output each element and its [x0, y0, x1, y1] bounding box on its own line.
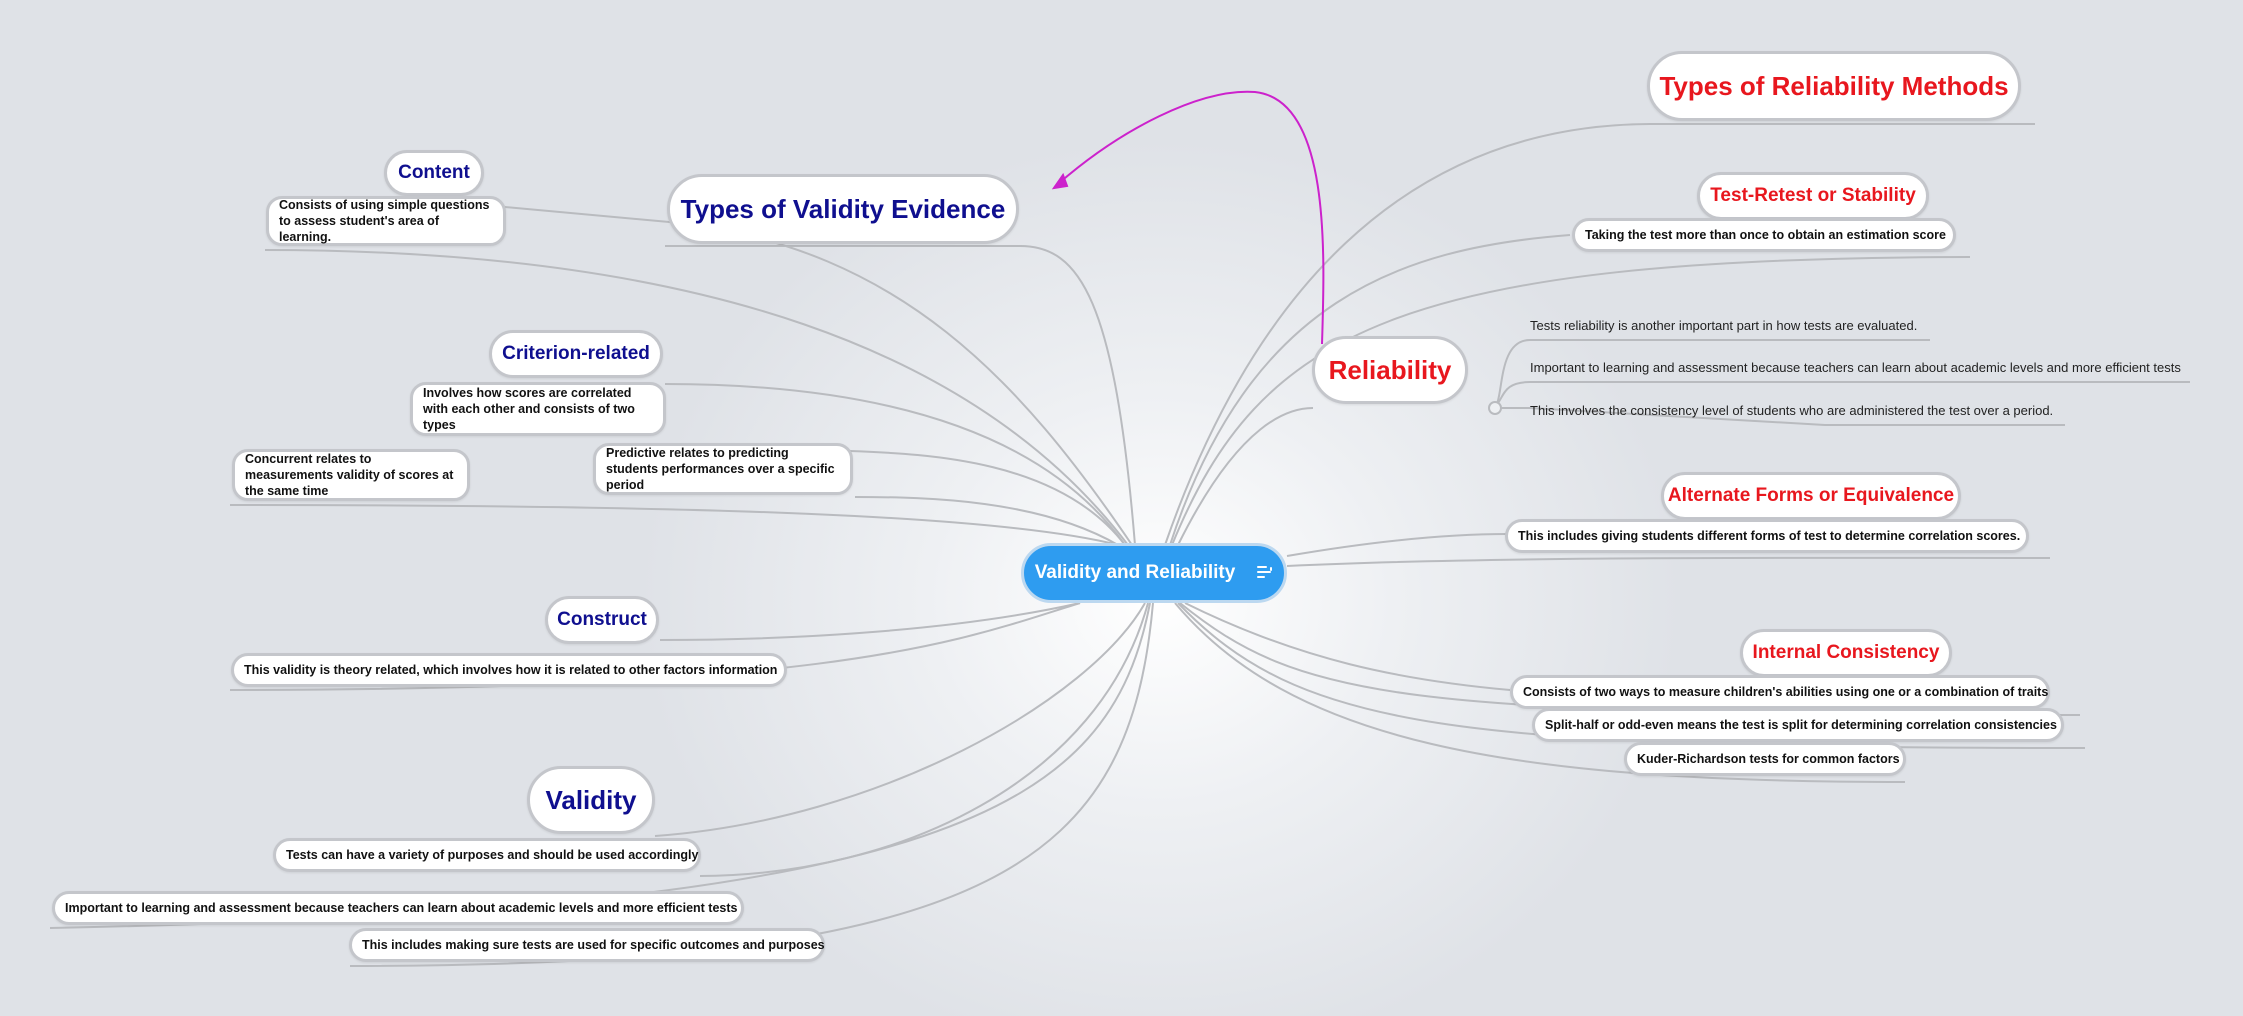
topic-content[interactable]: Content [384, 150, 484, 196]
leaf-validity-1[interactable]: Tests can have a variety of purposes and… [273, 838, 701, 872]
leaf-text: Tests can have a variety of purposes and… [286, 848, 699, 862]
topic-alternate-forms[interactable]: Alternate Forms or Equivalence [1661, 472, 1961, 520]
reliability-note-2[interactable]: Important to learning and assessment bec… [1530, 360, 2181, 375]
central-topic-label: Validity and Reliability [1034, 562, 1236, 583]
leaf-text: This includes making sure tests are used… [362, 938, 825, 952]
leaf-concurrent[interactable]: Concurrent relates to measurements valid… [232, 449, 470, 501]
leaf-test-retest-desc[interactable]: Taking the test more than once to obtain… [1572, 218, 1956, 252]
leaf-text: Consists of two ways to measure children… [1523, 685, 2049, 699]
leaf-text: Kuder-Richardson tests for common factor… [1637, 752, 1900, 766]
leaf-text: Predictive relates to predicting student… [606, 446, 835, 492]
topic-label: Criterion-related [502, 343, 650, 364]
leaf-text: This validity is theory related, which i… [244, 663, 778, 677]
topic-label: Content [398, 162, 470, 183]
leaf-text: Taking the test more than once to obtain… [1585, 228, 1946, 242]
leaf-text: This includes giving students different … [1518, 529, 2021, 543]
leaf-text: Concurrent relates to measurements valid… [245, 452, 454, 498]
topic-construct[interactable]: Construct [545, 596, 659, 644]
topic-reliability[interactable]: Reliability [1312, 336, 1468, 404]
central-topic[interactable]: Validity and Reliability [1021, 543, 1287, 603]
leaf-construct-desc[interactable]: This validity is theory related, which i… [231, 653, 787, 687]
topic-label: Internal Consistency [1752, 642, 1940, 663]
leaf-text: Consists of using simple questions to as… [279, 198, 490, 244]
leaf-validity-3[interactable]: This includes making sure tests are used… [349, 928, 825, 962]
topic-label: Alternate Forms or Equivalence [1667, 485, 1955, 506]
leaf-text: Involves how scores are correlated with … [423, 386, 635, 432]
reliability-note-1[interactable]: Tests reliability is another important p… [1530, 318, 1918, 333]
topic-test-retest[interactable]: Test-Retest or Stability [1697, 172, 1929, 220]
topic-internal-consistency[interactable]: Internal Consistency [1740, 629, 1952, 677]
notes-icon[interactable] [1257, 566, 1273, 580]
leaf-alternate-desc[interactable]: This includes giving students different … [1505, 519, 2029, 553]
topic-label: Reliability [1328, 354, 1452, 385]
leaf-text: Important to learning and assessment bec… [65, 901, 738, 915]
topic-validity[interactable]: Validity [527, 766, 655, 834]
topic-label: Construct [557, 609, 647, 630]
topic-label: Validity [545, 784, 637, 815]
leaf-internal-1[interactable]: Consists of two ways to measure children… [1510, 675, 2050, 709]
topic-types-reliability-methods[interactable]: Types of Reliability Methods [1647, 51, 2021, 121]
topic-types-validity-evidence[interactable]: Types of Validity Evidence [667, 174, 1019, 244]
topic-criterion-related[interactable]: Criterion-related [489, 330, 663, 378]
leaf-internal-2[interactable]: Split-half or odd-even means the test is… [1532, 708, 2064, 742]
leaf-validity-2[interactable]: Important to learning and assessment bec… [52, 891, 744, 925]
leaf-criterion-desc[interactable]: Involves how scores are correlated with … [410, 382, 666, 436]
leaf-text: Split-half or odd-even means the test is… [1545, 718, 2057, 732]
topic-label: Types of Validity Evidence [680, 193, 1006, 224]
leaf-content-desc[interactable]: Consists of using simple questions to as… [266, 196, 506, 246]
topic-label: Types of Reliability Methods [1659, 70, 2009, 101]
reliability-note-3[interactable]: This involves the consistency level of s… [1530, 403, 2054, 418]
topic-label: Test-Retest or Stability [1710, 185, 1916, 206]
leaf-predictive[interactable]: Predictive relates to predicting student… [593, 443, 853, 495]
leaf-internal-3[interactable]: Kuder-Richardson tests for common factor… [1624, 742, 1906, 776]
